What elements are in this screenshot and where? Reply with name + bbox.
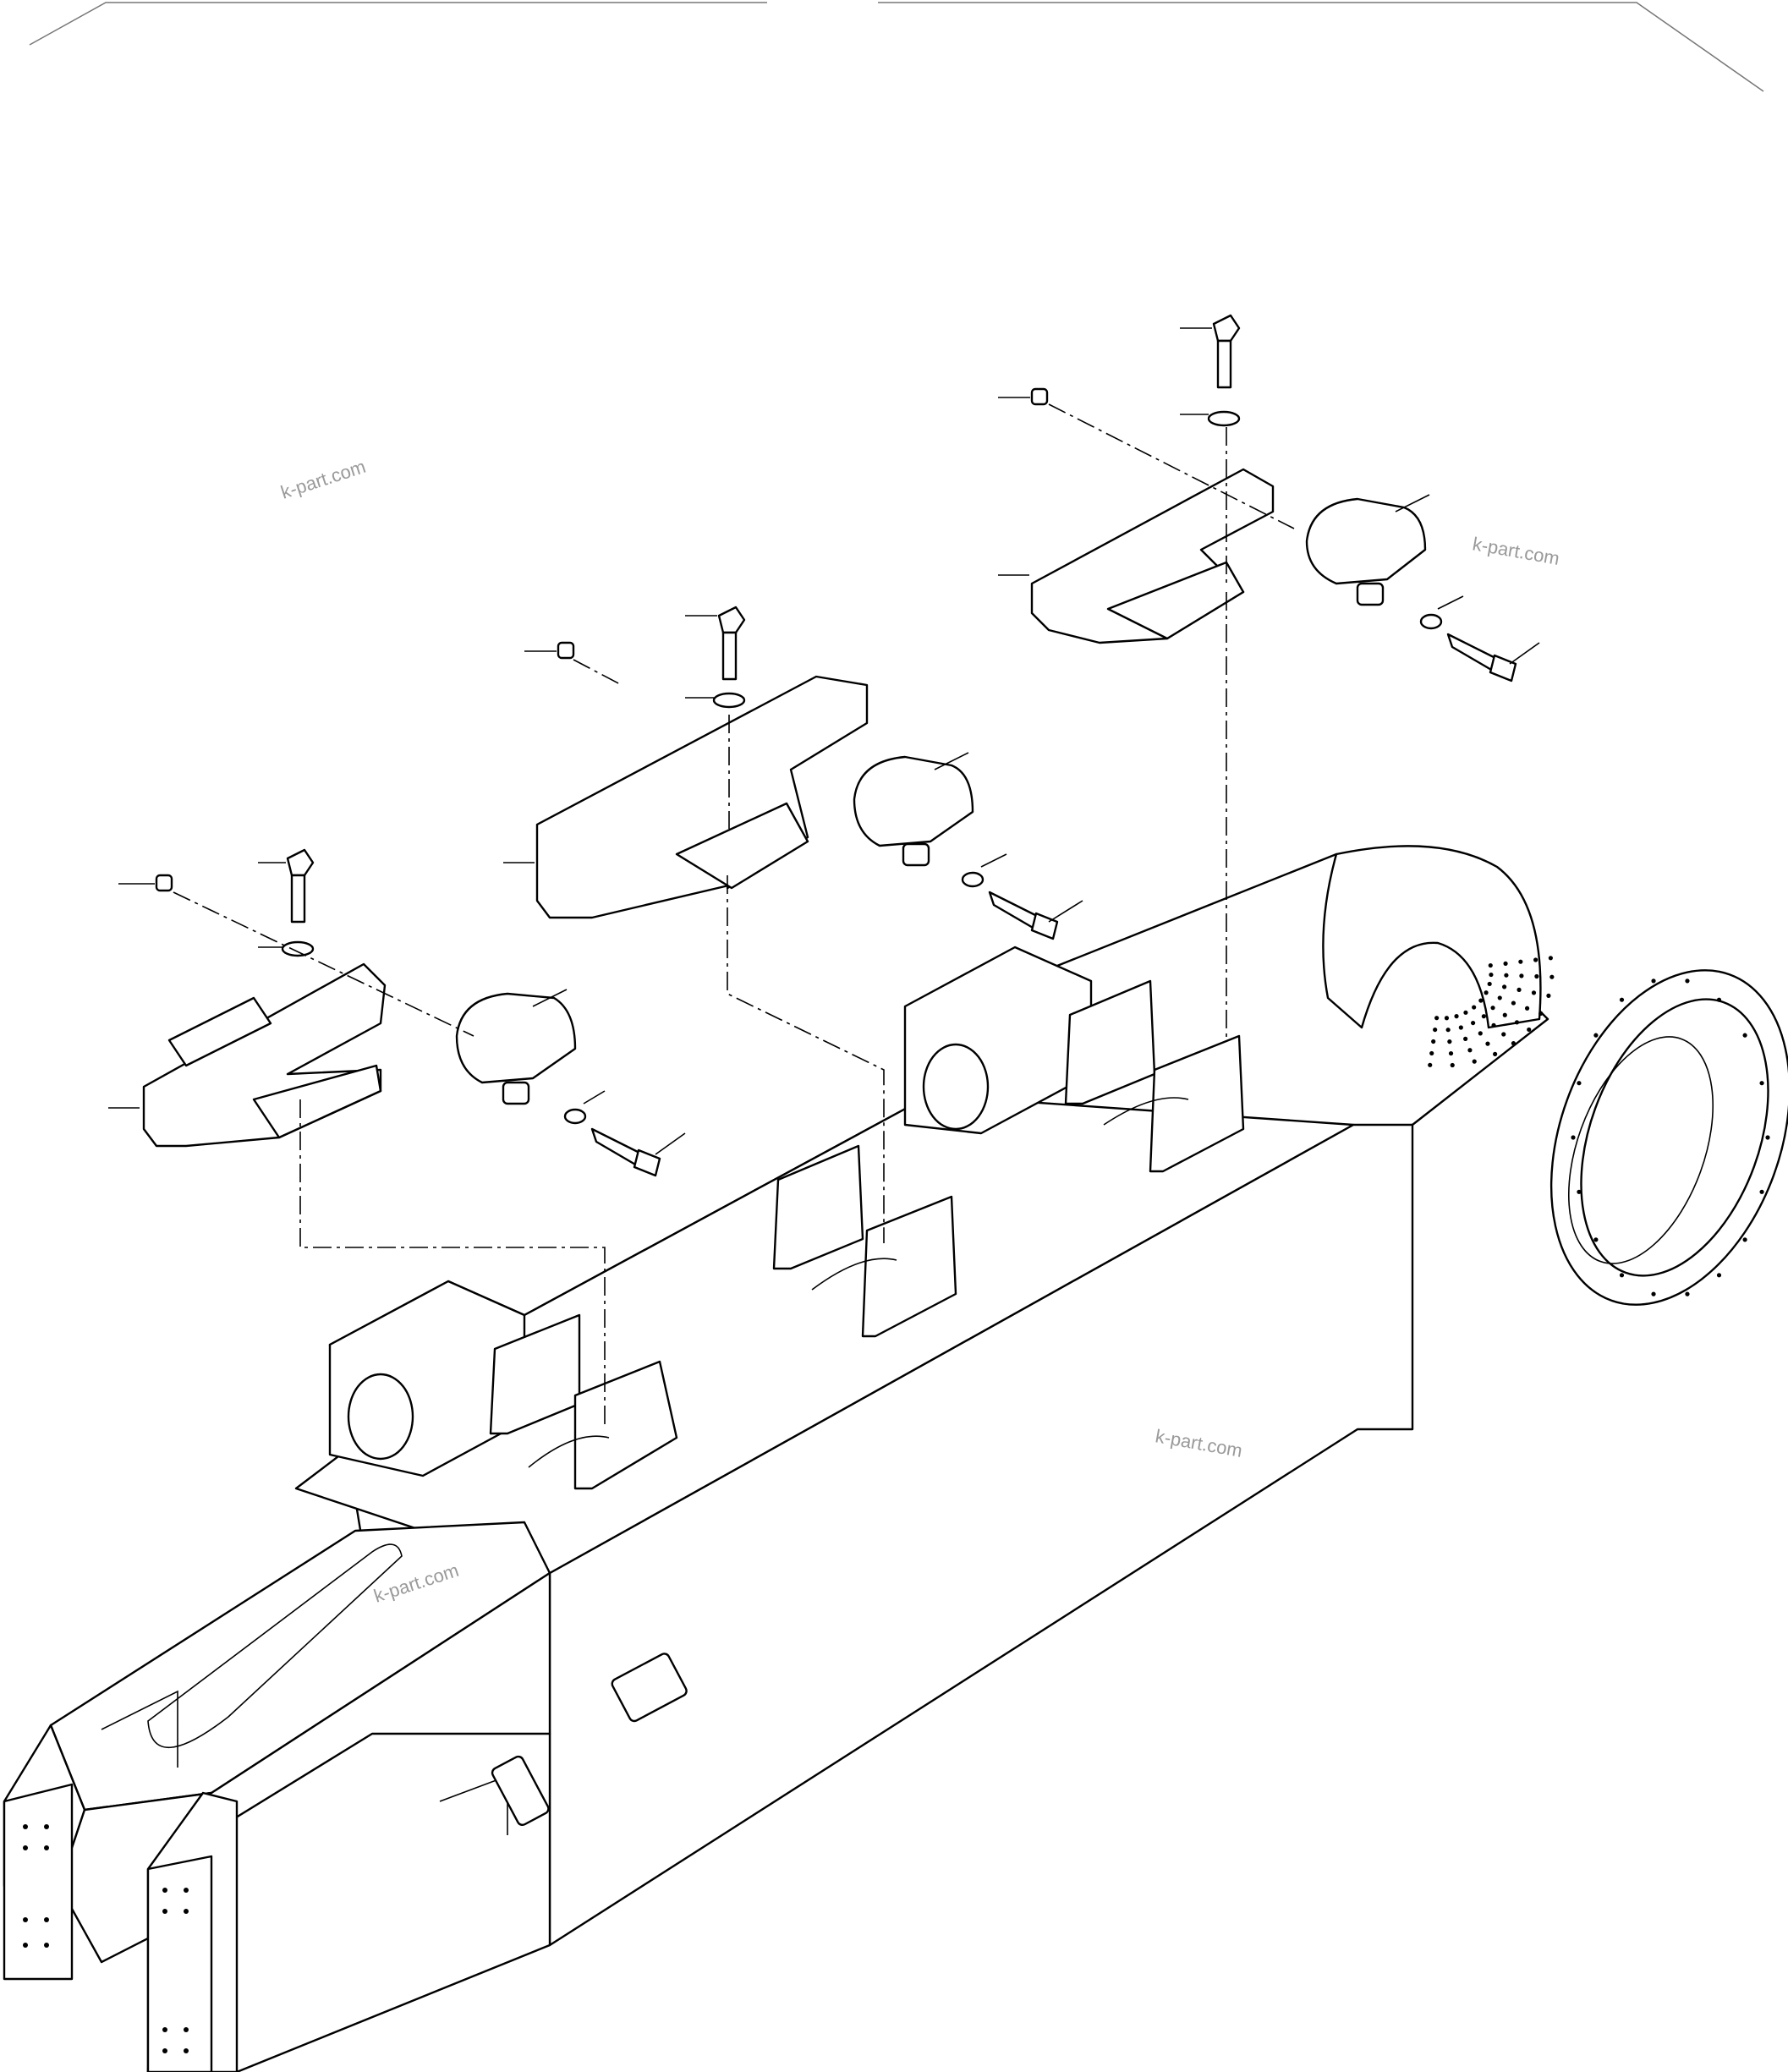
bolt-hole: [1472, 1005, 1477, 1010]
bolt-hole: [1651, 1291, 1656, 1296]
bolt-hole: [1485, 1041, 1490, 1046]
bolt-hole: [1514, 1020, 1520, 1025]
bolt-hole: [1524, 1006, 1530, 1011]
bolt-hole: [1577, 1189, 1582, 1194]
bolt-hole: [1548, 956, 1553, 961]
bolt-hole: [1471, 1020, 1476, 1026]
bolt-hole: [1491, 1022, 1496, 1028]
bolt-hole: [23, 1917, 28, 1922]
bolt-hole: [1742, 1033, 1747, 1038]
bolt-hole: [1504, 973, 1509, 978]
bolt-hole: [1478, 998, 1484, 1003]
bolt-hole: [44, 1824, 49, 1829]
bolt-hole: [1489, 972, 1494, 978]
bolt-hole: [184, 1909, 189, 1914]
bolt-hole: [1497, 995, 1502, 1000]
bolt-hole: [162, 1888, 167, 1893]
bracket-assembly-3: [998, 314, 1540, 682]
bolt-hole: [162, 2027, 167, 2032]
bolt-hole: [1759, 1081, 1764, 1086]
bolt-hole: [1716, 1273, 1722, 1278]
bolt-hole: [1428, 1062, 1433, 1067]
bolt-hole: [1619, 1273, 1625, 1278]
bolt-hole: [1685, 1291, 1690, 1296]
bolt-hole: [1488, 962, 1493, 968]
bolt-hole: [1448, 1050, 1454, 1056]
bolt-hole: [1463, 1036, 1468, 1041]
bolt-hole: [1571, 1135, 1576, 1140]
bolt-hole: [1534, 973, 1539, 979]
bolt-hole: [1546, 993, 1551, 998]
watermark-1: k-part.com: [278, 456, 369, 503]
bolt-hole: [1593, 1033, 1599, 1038]
bolt-hole: [1517, 987, 1522, 992]
bolt-hole: [1490, 1006, 1495, 1011]
bolt-hole: [1619, 997, 1625, 1002]
bolt-hole: [23, 1824, 28, 1829]
bolt-hole: [1518, 959, 1523, 964]
bolt-hole: [184, 2027, 189, 2032]
bolt-hole: [1429, 1050, 1434, 1056]
bolt-hole: [1487, 981, 1492, 987]
bolt-hole: [1549, 974, 1555, 979]
bolt-hole: [1531, 990, 1537, 995]
bolt-hole: [1593, 1237, 1599, 1242]
bracket-assembly-1: [108, 848, 686, 1177]
bolt-hole: [1445, 1028, 1451, 1033]
bolt-hole: [1463, 1010, 1468, 1015]
mounting-tab-pair-middle: [772, 1144, 957, 1338]
bolt-hole: [1481, 1014, 1486, 1019]
bolt-hole: [162, 2048, 167, 2053]
bolt-hole: [23, 1943, 28, 1948]
bolt-hole: [1742, 1237, 1747, 1242]
bolt-hole: [1450, 1062, 1455, 1068]
housing-hole-pattern: [23, 956, 1770, 2053]
mounting-tab-pair-front: [489, 1313, 678, 1490]
bolt-hole: [1533, 957, 1538, 962]
bolt-hole: [1458, 1025, 1463, 1030]
bolt-hole: [1484, 990, 1489, 995]
bolt-hole: [1651, 978, 1656, 984]
bolt-hole: [1538, 1011, 1544, 1016]
bolt-hole: [1431, 1039, 1436, 1044]
bolt-hole: [1433, 1027, 1438, 1033]
bolt-hole: [1467, 1048, 1473, 1053]
bolt-hole: [1765, 1135, 1770, 1140]
bolt-hole: [1478, 1031, 1483, 1036]
bolt-hole: [23, 1845, 28, 1850]
mounting-tab-pair-rear: [1064, 979, 1245, 1173]
bolt-hole: [1502, 984, 1507, 989]
bolt-hole: [1454, 1014, 1459, 1019]
bolt-hole: [1527, 1027, 1532, 1033]
bolt-hole: [1511, 1000, 1517, 1006]
bolt-hole: [1519, 973, 1524, 978]
bolt-hole: [1716, 997, 1722, 1002]
bolt-hole: [44, 1845, 49, 1850]
bolt-hole: [184, 2048, 189, 2053]
bolt-hole: [1759, 1189, 1764, 1194]
bolt-hole: [1444, 1016, 1450, 1021]
bracket-assembly-2: [503, 606, 1083, 940]
bolt-hole: [1503, 961, 1508, 966]
alignment-center-lines: [173, 403, 1295, 1429]
bolt-hole: [44, 1943, 49, 1948]
bolt-hole: [1493, 1051, 1498, 1056]
bolt-hole: [1577, 1081, 1582, 1086]
bolt-hole: [162, 1909, 167, 1914]
bolt-hole: [1502, 1012, 1507, 1017]
bolt-hole: [184, 1888, 189, 1893]
drawing-frame: [29, 2, 1764, 92]
bolt-hole: [1434, 1016, 1440, 1021]
bolt-hole: [1472, 1059, 1477, 1064]
bolt-hole: [1501, 1032, 1506, 1037]
bolt-hole: [44, 1917, 49, 1922]
bolt-hole: [1447, 1039, 1452, 1044]
bolt-hole: [1685, 978, 1690, 984]
watermark-2: k-part.com: [1471, 533, 1561, 569]
bolt-hole: [1511, 1041, 1517, 1046]
